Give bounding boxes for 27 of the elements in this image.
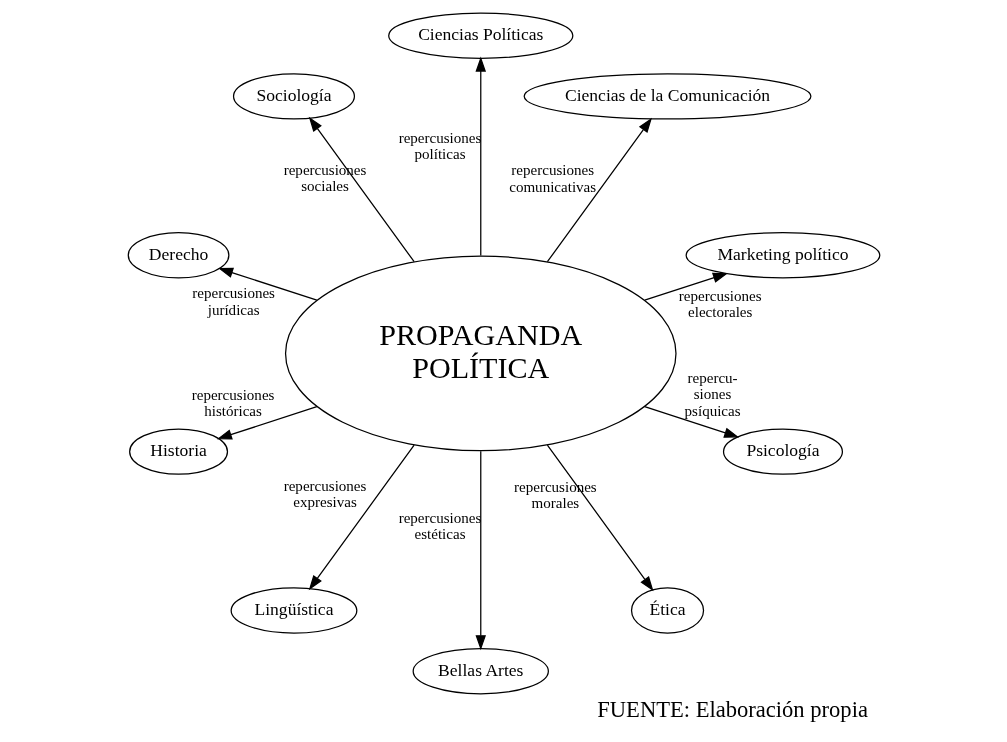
edge-label: repercusiones electorales bbox=[678, 287, 762, 321]
edge-label: repercusiones expresivas bbox=[283, 478, 366, 511]
arrow bbox=[217, 267, 317, 301]
caption: FUENTE: Elaboración propia bbox=[596, 696, 868, 722]
arrow bbox=[308, 444, 415, 591]
edge-label: repercusiones históricas bbox=[191, 387, 274, 420]
node-ellipse: Marketing político bbox=[685, 232, 880, 279]
node-ellipse: Ciencias de la Comunicación bbox=[523, 73, 811, 120]
node-ellipse: Bellas Artes bbox=[412, 648, 549, 695]
node-ellipse: Ciencias Políticas bbox=[387, 12, 573, 59]
arrow bbox=[475, 56, 486, 257]
node-ellipse: PROPAGANDA POLÍTICA bbox=[284, 255, 677, 452]
arrow bbox=[475, 450, 486, 651]
node-ellipse: Ética bbox=[630, 587, 704, 634]
edge-label: repercusiones jurídicas bbox=[191, 285, 275, 318]
node-ellipse: Lingüística bbox=[230, 587, 357, 634]
arrow bbox=[643, 406, 739, 438]
node-ellipse: Derecho bbox=[127, 232, 229, 279]
arrow bbox=[546, 444, 654, 592]
node-ellipse: Sociología bbox=[232, 73, 355, 120]
edge-label: repercu- siones psíquicas bbox=[684, 369, 741, 419]
edge-label: repercusiones comunicativas bbox=[508, 162, 596, 195]
arrow bbox=[643, 272, 728, 301]
arrow bbox=[308, 116, 415, 263]
arrow bbox=[546, 117, 652, 263]
arrow bbox=[216, 406, 317, 440]
node-ellipse: Historia bbox=[128, 428, 228, 475]
